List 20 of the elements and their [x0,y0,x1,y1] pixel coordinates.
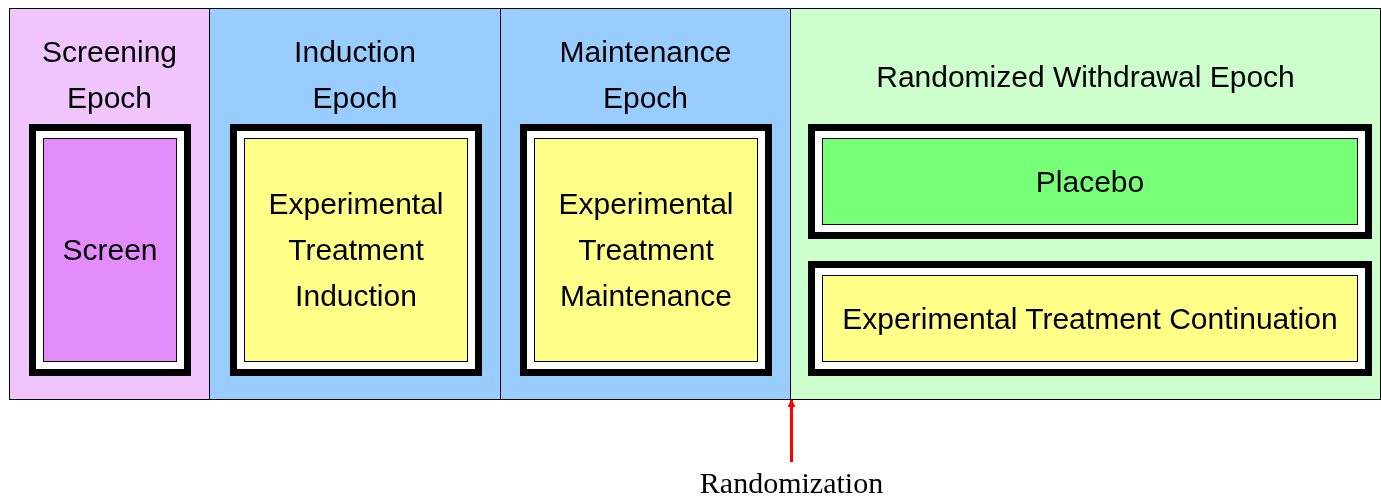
epoch-title: Randomized Withdrawal Epoch [875,59,1296,95]
epoch-title: Maintenance Epoch [558,34,733,116]
epoch-panel [790,8,1381,400]
treatment-label: Experimental Treatment Maintenance [557,186,735,314]
epoch-panel [500,8,791,400]
arrow [787,399,796,462]
epoch-title: Screening Epoch [40,34,179,116]
treatment-box [808,261,1372,376]
treatment-label: Experimental Treatment Continuation [841,300,1339,337]
treatment-box [230,124,482,376]
epoch-title: Induction Epoch [293,34,417,116]
treatment-label: Screen [61,232,159,268]
epoch-panel [209,8,501,400]
treatment-box [520,124,772,376]
treatment-label: Placebo [1034,163,1146,200]
treatment-label: Experimental Treatment Induction [267,186,445,314]
treatment-box [808,124,1372,239]
randomization-label: Randomization [691,464,892,500]
epoch-panel [9,8,210,400]
treatment-box [29,124,191,376]
